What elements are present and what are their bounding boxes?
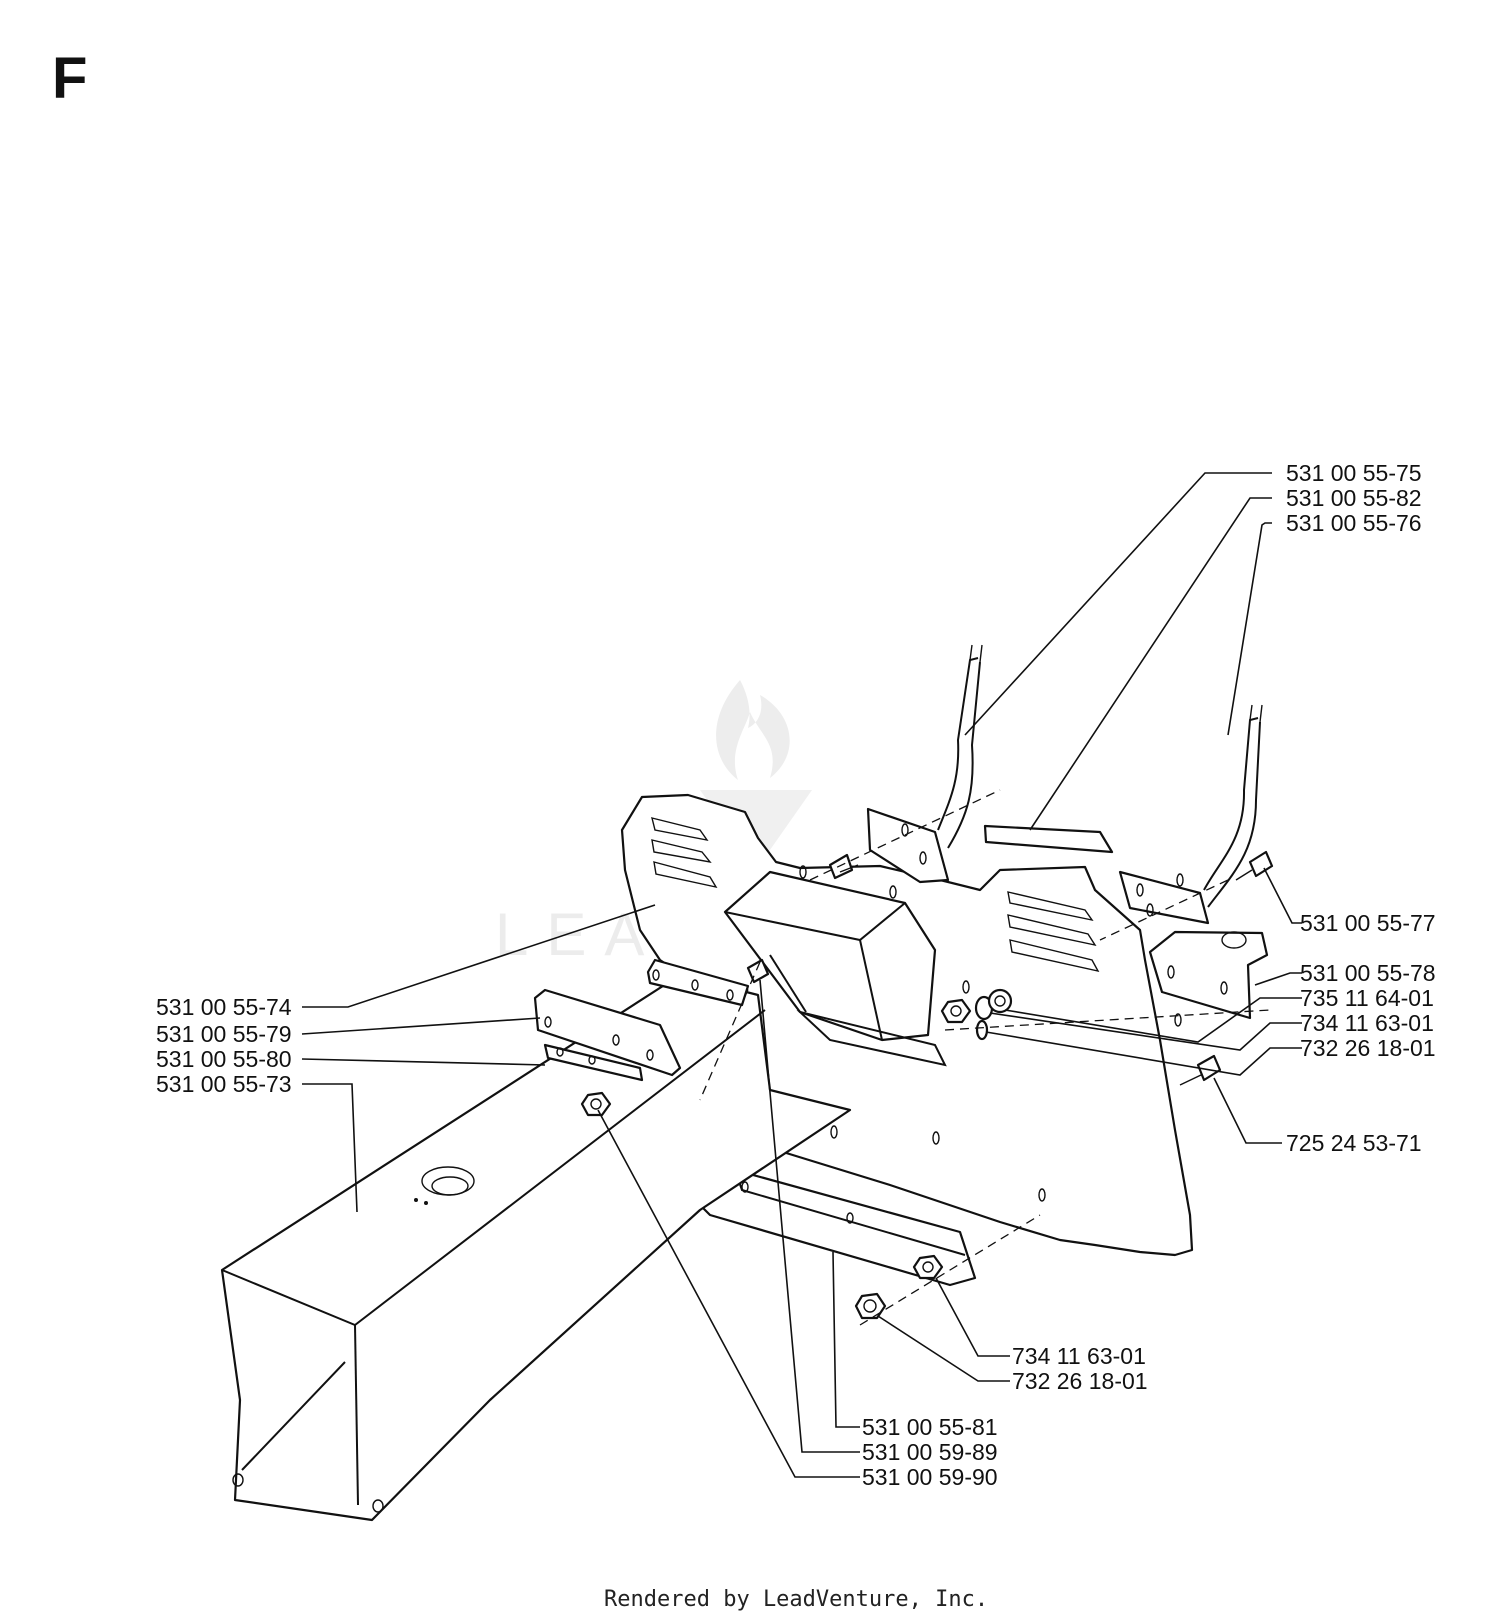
callout-label: 531 00 55-78 [1300, 960, 1436, 986]
callout-label: 531 00 55-76 [1286, 510, 1422, 536]
callout-label: 531 00 55-77 [1300, 910, 1436, 936]
clamp-plate-part [543, 1043, 644, 1082]
bolt-upper-right [1235, 850, 1274, 881]
nut-center [940, 998, 972, 1024]
callout-label: 732 26 18-01 [1012, 1368, 1148, 1394]
callout-label: 531 00 59-90 [862, 1464, 998, 1490]
callout-label: 531 00 55-80 [156, 1046, 292, 1072]
callout-label: 531 00 55-73 [156, 1071, 292, 1097]
clamp-bracket-part [533, 988, 682, 1077]
callout-label: 735 11 64-01 [1300, 985, 1434, 1011]
fasteners [580, 789, 1274, 1326]
washer-center-b [987, 988, 1013, 1014]
callout-label: 734 11 63-01 [1012, 1343, 1146, 1369]
washer-center-c [975, 1019, 989, 1041]
nut-rail-a [912, 1254, 944, 1280]
bracket-arm-right [1118, 704, 1263, 925]
callout-label: 531 00 55-81 [862, 1414, 998, 1440]
callout-label: 531 00 59-89 [862, 1439, 998, 1465]
bracket-arm-left [866, 644, 983, 884]
leader-lines [301, 472, 1302, 1478]
callout-label: 531 00 55-75 [1286, 460, 1422, 486]
footer-credit: Rendered by LeadVenture, Inc. [604, 1587, 988, 1612]
callout-label: 531 00 55-74 [156, 994, 292, 1020]
callout-label: 531 00 55-79 [156, 1021, 292, 1047]
callout-label: 725 24 53-71 [1286, 1130, 1422, 1156]
corner-bracket-part [1148, 930, 1269, 1020]
central-duct-part [723, 870, 947, 1067]
callout-label: 734 11 63-01 [1300, 1010, 1434, 1036]
bolt-right-lower [1179, 1054, 1222, 1086]
chute-body-part [220, 973, 852, 1522]
bolt-upper-left [828, 853, 859, 880]
section-letter: F [52, 46, 87, 111]
callout-labels: 531 00 55-75 531 00 55-82 531 00 55-76 5… [156, 460, 1436, 1490]
callout-label: 531 00 55-82 [1286, 485, 1422, 511]
nut-chute [580, 1091, 612, 1117]
nut-rail-b [854, 1292, 887, 1320]
callout-label: 732 26 18-01 [1300, 1035, 1436, 1061]
flat-strip-part [983, 824, 1114, 854]
